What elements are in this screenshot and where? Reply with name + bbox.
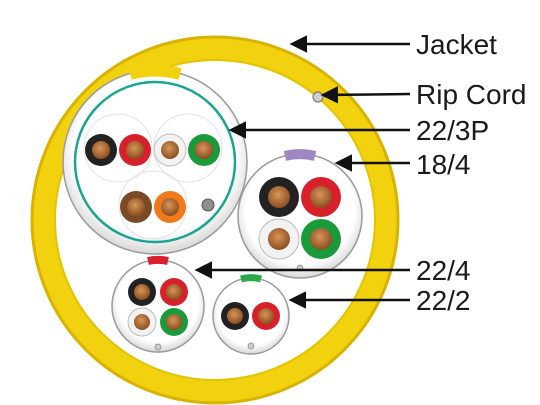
conductor-green — [301, 219, 341, 259]
conductor-orange — [154, 191, 186, 223]
label-rip-cord: Rip Cord — [416, 79, 526, 110]
conductor-white — [258, 218, 300, 260]
conductor-brown — [120, 191, 152, 223]
conductor-green — [160, 308, 188, 336]
conductor-green — [188, 134, 220, 166]
bundle-22-3p — [62, 64, 248, 255]
conductor-black — [221, 302, 249, 330]
jacket-ring-shade — [30, 35, 400, 405]
stripe-red — [147, 255, 169, 265]
label-jacket: Jacket — [416, 29, 497, 60]
label-22-2: 22/2 — [416, 285, 471, 316]
filler — [247, 342, 255, 350]
stripe-purple — [283, 149, 317, 161]
conductor-red — [160, 278, 188, 306]
conductor-black — [128, 278, 156, 306]
conductor-black — [259, 177, 299, 217]
callout-arrows — [194, 35, 411, 309]
bundle-18-4 — [237, 149, 363, 279]
conductor-white — [127, 307, 157, 337]
conductor-black — [85, 134, 117, 166]
conductor-red — [252, 302, 280, 330]
conductor-red — [301, 177, 341, 217]
rip-cord — [312, 91, 324, 103]
filler — [154, 343, 162, 351]
drain-wire — [201, 198, 215, 212]
label-22-3p: 22/3P — [416, 115, 489, 146]
shield-foil — [73, 80, 237, 244]
bundle-22-4 — [111, 255, 205, 353]
conductor-white — [153, 133, 187, 167]
arrow-rip-cord — [320, 86, 411, 104]
stripe-yellow — [128, 64, 182, 80]
label-22-4: 22/4 — [416, 255, 471, 286]
bundle-22-2 — [212, 274, 290, 355]
label-18-4: 18/4 — [416, 149, 471, 180]
stripe-green — [240, 274, 262, 283]
conductor-red — [119, 134, 151, 166]
